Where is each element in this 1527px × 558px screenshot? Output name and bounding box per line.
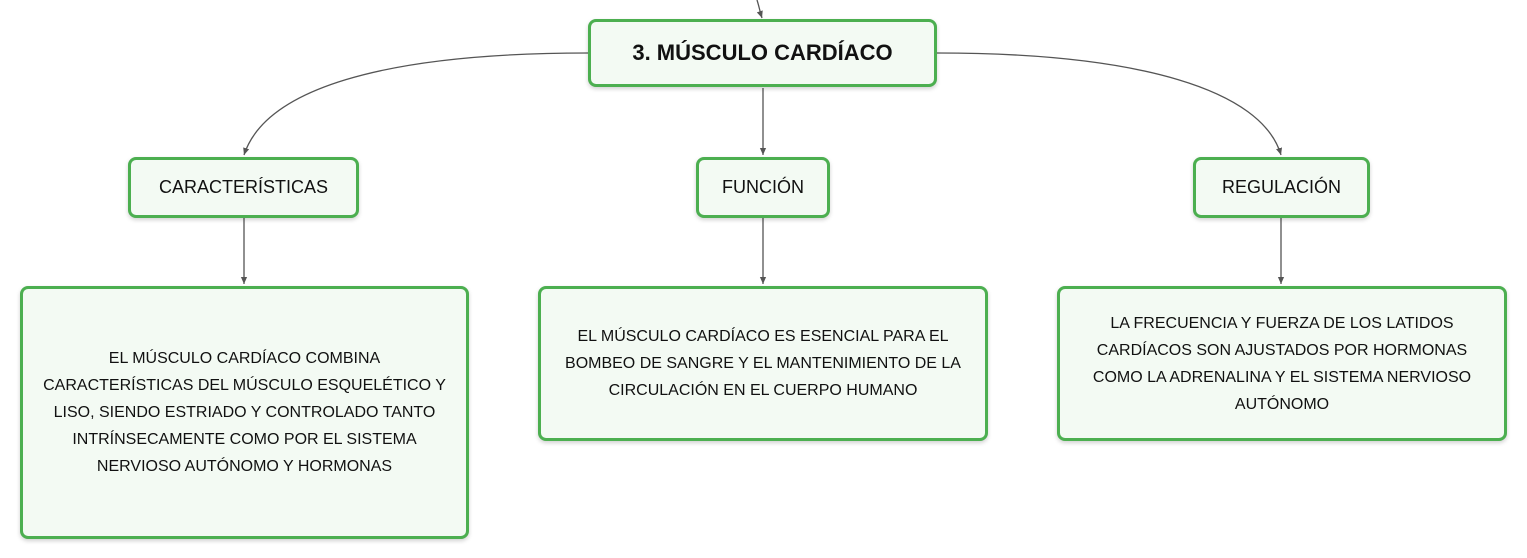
branch-node-funcion[interactable]: FUNCIÓN <box>696 157 830 218</box>
branch-label-caracteristicas: CARACTERÍSTICAS <box>158 177 329 197</box>
branch-node-caracteristicas[interactable]: CARACTERÍSTICAS <box>128 157 359 218</box>
detail-node-regulacion[interactable]: LA FRECUENCIA Y FUERZA DE LOS LATIDOS CA… <box>1057 286 1507 441</box>
detail-node-caracteristicas[interactable]: EL MÚSCULO CARDÍACO COMBINA CARACTERÍSTI… <box>20 286 469 539</box>
detail-node-funcion[interactable]: EL MÚSCULO CARDÍACO ES ESENCIAL PARA EL … <box>538 286 988 441</box>
branch-label-funcion: FUNCIÓN <box>722 177 804 197</box>
detail-text-regulacion: LA FRECUENCIA Y FUERZA DE LOS LATIDOS CA… <box>1092 314 1472 413</box>
parent-connector <box>756 0 763 19</box>
root-topic-node[interactable]: 3. MÚSCULO CARDÍACO <box>588 19 937 87</box>
detail-text-funcion: EL MÚSCULO CARDÍACO ES ESENCIAL PARA EL … <box>565 328 961 399</box>
root-topic-label: 3. MÚSCULO CARDÍACO <box>632 40 893 65</box>
detail-text-caracteristicas: EL MÚSCULO CARDÍACO COMBINA CARACTERÍSTI… <box>43 350 446 475</box>
branch-label-regulacion: REGULACIÓN <box>1221 177 1342 197</box>
connector-root-to-caracteristicas <box>243 52 589 156</box>
branch-node-regulacion[interactable]: REGULACIÓN <box>1193 157 1370 218</box>
connector-root-to-regulacion <box>936 52 1283 156</box>
